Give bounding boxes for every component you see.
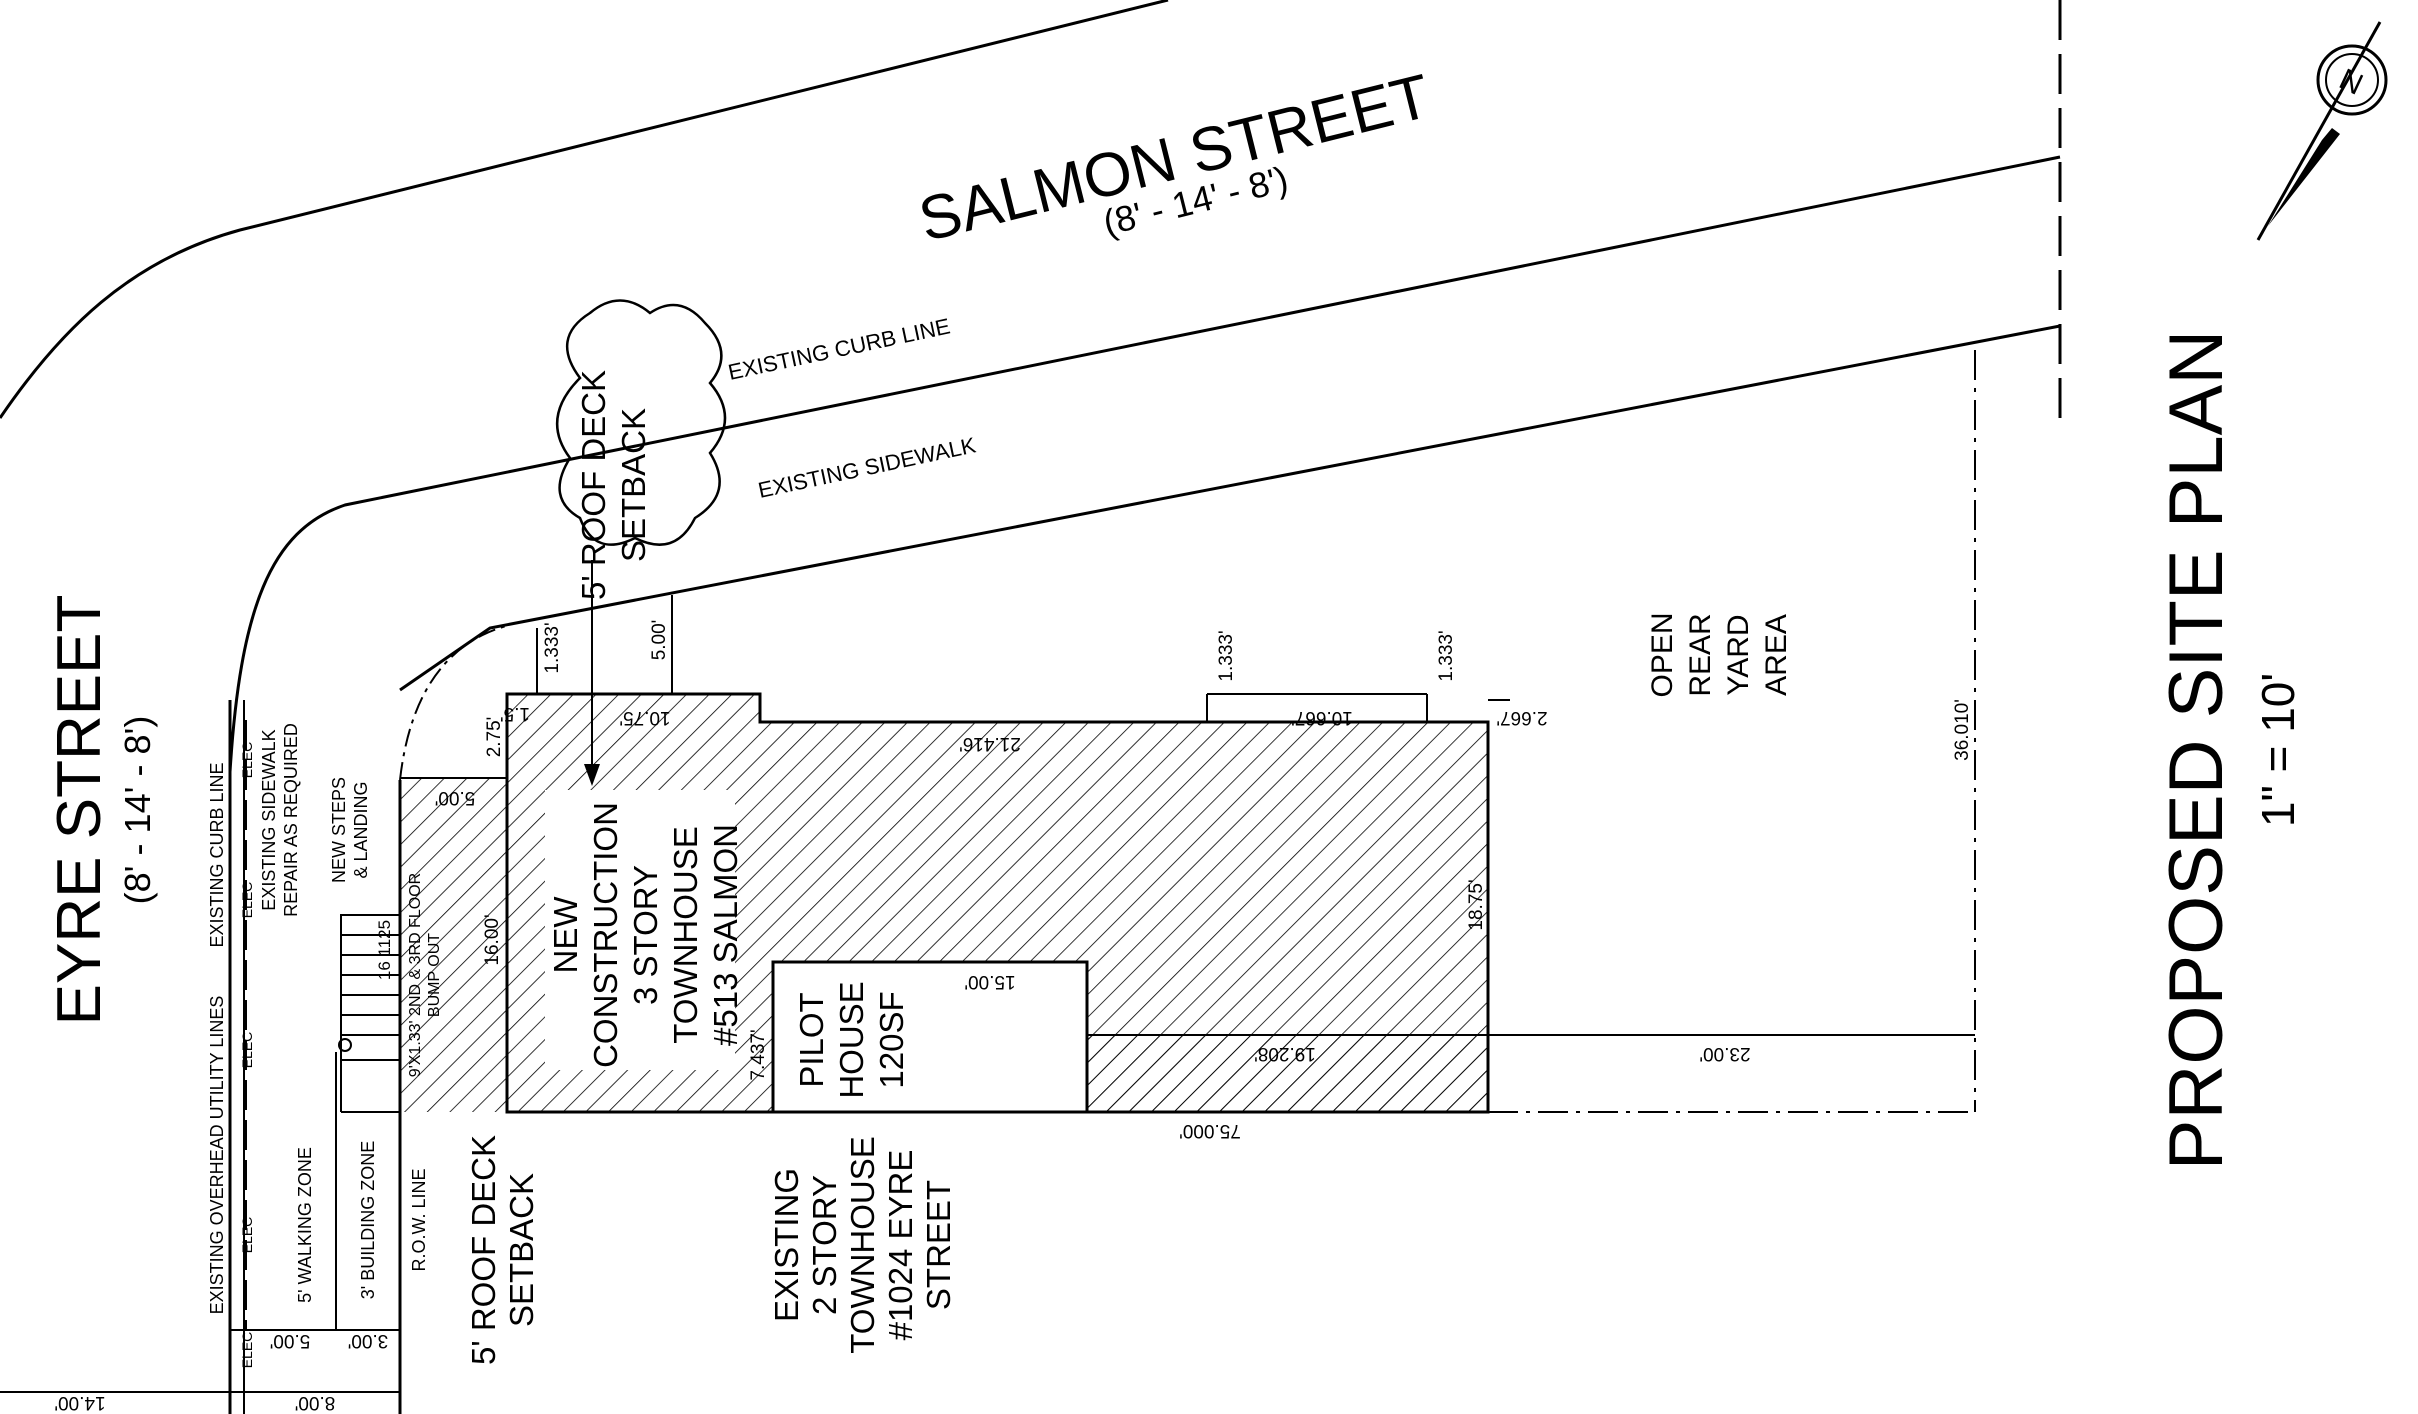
svg-text:2 STORY: 2 STORY xyxy=(806,1175,843,1315)
dim-2-667: 2.667' xyxy=(1496,707,1547,728)
dim-75-000: 75.000' xyxy=(1179,1120,1241,1141)
dim-36-010: 36.010' xyxy=(1952,699,1973,761)
svg-text:NEW STEPS: NEW STEPS xyxy=(329,777,349,883)
corner-arc xyxy=(399,624,511,781)
dim-3-00-bottom: 3.00' xyxy=(348,1330,389,1351)
open-yard-label: OPEN REAR YARD AREA xyxy=(1646,612,1793,697)
dim-14-00: 14.00' xyxy=(54,1392,105,1413)
bump-out-label: 9'X1.33' 2ND & 3RD FLOOR BUMP OUT xyxy=(407,873,443,1077)
elec-label-3: ELEC xyxy=(239,1032,255,1069)
dim-10-667: 10.667' xyxy=(1291,707,1353,728)
new-construction-townhouse xyxy=(505,692,1490,1114)
svg-text:NEW: NEW xyxy=(547,896,584,974)
dim-10-75: 10.75' xyxy=(619,707,670,728)
eyre-street-dims: (8' - 14' - 8') xyxy=(117,716,158,905)
dimension-lines xyxy=(335,595,1510,1112)
dim-5-00-bottom: 5.00' xyxy=(270,1330,311,1351)
existing-townhouse-lower xyxy=(1086,1034,1489,1113)
roof-deck-cloud-label: 5' ROOF DECK SETBACK xyxy=(575,370,652,600)
svg-text:5' ROOF DECK: 5' ROOF DECK xyxy=(575,370,612,600)
elec-label-1: ELEC xyxy=(239,742,255,779)
new-steps-label: NEW STEPS & LANDING xyxy=(329,777,371,883)
row-line-label: R.O.W. LINE xyxy=(409,1168,429,1271)
svg-text:SETBACK: SETBACK xyxy=(615,408,652,562)
svg-text:5' ROOF DECK: 5' ROOF DECK xyxy=(465,1135,502,1365)
new-steps xyxy=(338,914,401,1113)
svg-text:YARD: YARD xyxy=(1722,614,1755,695)
dim-5-00-top: 5.00' xyxy=(649,620,670,661)
walking-zone-label: 5' WALKING ZONE xyxy=(295,1147,315,1303)
svg-text:HOUSE: HOUSE xyxy=(833,981,870,1098)
eyre-curb-label: EXISTING CURB LINE xyxy=(207,762,227,947)
building-zone-label: 3' BUILDING ZONE xyxy=(358,1141,378,1299)
dim-21-416: 21.416' xyxy=(959,733,1021,754)
salmon-property-line xyxy=(0,0,1169,419)
dim-18-75: 18.75' xyxy=(1466,879,1487,930)
svg-text:SETBACK: SETBACK xyxy=(503,1173,540,1327)
plan-title: PROPOSED SITE PLAN xyxy=(2154,330,2239,1170)
svg-text:EXISTING SIDEWALK: EXISTING SIDEWALK xyxy=(259,729,279,910)
plan-scale: 1" = 10' xyxy=(2252,673,2304,827)
svg-text:CONSTRUCTION: CONSTRUCTION xyxy=(587,802,624,1068)
eyre-street-label-group: EYRE STREET (8' - 14' - 8') xyxy=(45,595,158,1026)
svg-text:TOWNHOUSE: TOWNHOUSE xyxy=(844,1136,881,1354)
dim-1-5: 1.5' xyxy=(500,703,530,724)
elec-label-5: ELEC xyxy=(239,1332,255,1369)
svg-text:PILOT: PILOT xyxy=(793,992,830,1087)
elec-label-2: ELEC xyxy=(239,882,255,919)
sidewalk-line xyxy=(399,324,2061,692)
pilot-house-label-bg xyxy=(785,975,935,1105)
svg-text:3 STORY: 3 STORY xyxy=(627,865,664,1005)
dim-5-00-left: 5.00' xyxy=(435,787,476,808)
svg-text:#513 SALMON: #513 SALMON xyxy=(707,824,744,1046)
svg-text:BUMP OUT: BUMP OUT xyxy=(426,933,443,1017)
svg-text:& LANDING: & LANDING xyxy=(351,781,371,878)
dim-16-1125: 16 1125 xyxy=(375,920,394,980)
elec-label-4: ELEC xyxy=(239,1217,255,1254)
salmon-street-label-group: SALMON STREET (8' - 14' - 8') xyxy=(912,62,1437,256)
svg-text:AREA: AREA xyxy=(1760,614,1793,696)
new-construction-label: NEW CONSTRUCTION 3 STORY TOWNHOUSE #513 … xyxy=(547,802,744,1068)
plan-title-group: PROPOSED SITE PLAN 1" = 10' xyxy=(2154,330,2304,1170)
dim-1333-b: 1.333' xyxy=(1216,630,1237,681)
dim-15-00: 15.00' xyxy=(964,971,1015,992)
svg-text:120SF: 120SF xyxy=(873,991,910,1088)
sidewalk-label: EXISTING SIDEWALK xyxy=(756,432,978,503)
eyre-street-name: EYRE STREET xyxy=(45,595,114,1026)
revision-cloud xyxy=(555,299,727,546)
new-construction-label-bg xyxy=(545,790,735,1070)
svg-text:EXISTING: EXISTING xyxy=(768,1168,805,1322)
dim-1333-c: 1.333' xyxy=(1436,630,1457,681)
dim-2-75: 2.75' xyxy=(484,717,505,758)
dim-16-00: 16.00' xyxy=(482,914,503,965)
bump-out-area xyxy=(400,778,507,1112)
curb-line-label: EXISTING CURB LINE xyxy=(726,313,952,384)
curb-line xyxy=(228,155,2061,773)
existing-townhouse-label: EXISTING 2 STORY TOWNHOUSE #1024 EYRE ST… xyxy=(768,1136,957,1354)
dim-7-437: 7.437' xyxy=(748,1029,769,1080)
north-arrow-icon: N xyxy=(2256,21,2388,241)
pilot-house-label: PILOT HOUSE 120SF xyxy=(793,981,910,1098)
dim-8-00: 8.00' xyxy=(295,1392,336,1413)
sidewalk-repair-label: EXISTING SIDEWALK REPAIR AS REQUIRED xyxy=(259,723,301,917)
overhead-utility-label: EXISTING OVERHEAD UTILITY LINES xyxy=(207,996,227,1315)
svg-text:#1024 EYRE: #1024 EYRE xyxy=(882,1150,919,1341)
svg-text:OPEN: OPEN xyxy=(1646,612,1679,697)
svg-text:REPAIR AS REQUIRED: REPAIR AS REQUIRED xyxy=(281,723,301,917)
dim-23-00: 23.00' xyxy=(1699,1043,1750,1064)
dim-19-208: 19.208' xyxy=(1254,1043,1316,1064)
svg-text:9'X1.33' 2ND & 3RD FLOOR: 9'X1.33' 2ND & 3RD FLOOR xyxy=(407,873,424,1077)
svg-text:REAR: REAR xyxy=(1684,613,1717,696)
dim-1333-a: 1.333' xyxy=(542,622,563,673)
svg-text:STREET: STREET xyxy=(920,1180,957,1310)
svg-text:TOWNHOUSE: TOWNHOUSE xyxy=(667,826,704,1044)
roof-deck-bottom-label: 5' ROOF DECK SETBACK xyxy=(465,1135,540,1365)
cloud-arrow-head xyxy=(584,764,600,786)
